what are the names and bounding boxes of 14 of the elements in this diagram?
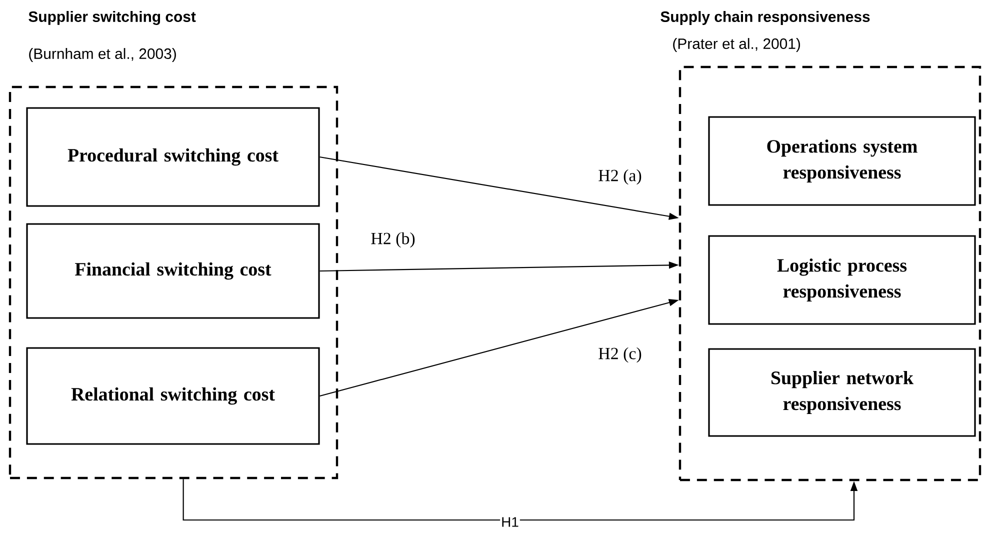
group-heading: Supplier switching cost — [28, 11, 196, 25]
edge-label: H2 (b) — [370, 231, 416, 249]
factor-box: Operations system responsiveness — [708, 116, 976, 206]
factor-box: Relational switching cost — [26, 347, 320, 445]
edge-label: H1 — [500, 516, 520, 528]
factor-box: Financial switching cost — [26, 223, 320, 319]
factor-box: Logistic process responsiveness — [708, 235, 976, 325]
citation: (Burnham et al., 2003) — [29, 48, 176, 62]
edge-label: H2 (a) — [597, 168, 643, 186]
factor-box: Procedural switching cost — [26, 107, 320, 207]
edge-label: H2 (c) — [597, 346, 643, 364]
factor-box: Supplier network responsiveness — [708, 348, 976, 437]
group-heading: Supply chain responsiveness — [660, 11, 870, 25]
citation: (Prater et al., 2001) — [673, 38, 800, 52]
